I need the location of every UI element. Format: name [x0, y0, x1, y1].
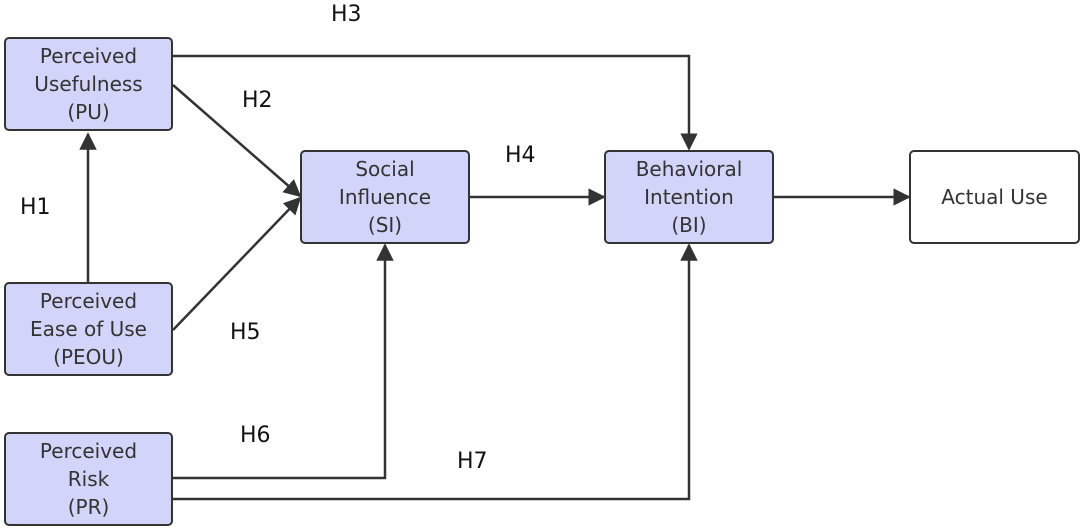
- node-peou-line3: (PEOU): [53, 345, 124, 369]
- node-pu-line3: (PU): [67, 100, 110, 124]
- node-bi-line1: Behavioral: [635, 157, 743, 181]
- edge-h5: [172, 196, 302, 331]
- label-h6: H6: [240, 423, 271, 448]
- edge-h2: [172, 84, 302, 198]
- node-actual-use[interactable]: Actual Use: [909, 150, 1080, 244]
- node-social-influence[interactable]: Social Influence (SI): [300, 150, 470, 244]
- node-pr-line3: (PR): [67, 495, 110, 519]
- node-perceived-ease-of-use[interactable]: Perceived Ease of Use (PEOU): [4, 282, 173, 376]
- node-peou-line1: Perceived: [39, 289, 138, 313]
- label-h3: H3: [331, 2, 362, 27]
- node-perceived-risk[interactable]: Perceived Risk (PR): [4, 432, 173, 526]
- label-h5: H5: [230, 320, 261, 345]
- node-si-line3: (SI): [367, 213, 403, 237]
- node-si-line1: Social: [355, 157, 415, 181]
- node-bi-line3: (BI): [671, 213, 707, 237]
- node-perceived-usefulness[interactable]: Perceived Usefulness (PU): [4, 37, 173, 131]
- edge-h7: [173, 243, 698, 501]
- node-peou-line2: Ease of Use: [30, 317, 147, 341]
- node-si-line2: Influence: [338, 185, 432, 209]
- label-h2: H2: [242, 88, 273, 113]
- node-au-line1: Actual Use: [941, 185, 1048, 209]
- edge-h3: [173, 54, 698, 151]
- label-h7: H7: [457, 449, 488, 474]
- node-pr-line1: Perceived: [39, 439, 138, 463]
- node-pu-line2: Usefulness: [34, 72, 143, 96]
- label-h1: H1: [20, 195, 51, 220]
- node-pu-line1: Perceived: [39, 44, 138, 68]
- node-bi-line2: Intention: [644, 185, 734, 209]
- edge-h6: [173, 243, 394, 480]
- node-pr-line2: Risk: [67, 467, 110, 491]
- node-behavioral-intention[interactable]: Behavioral Intention (BI): [604, 150, 774, 244]
- label-h4: H4: [505, 143, 536, 168]
